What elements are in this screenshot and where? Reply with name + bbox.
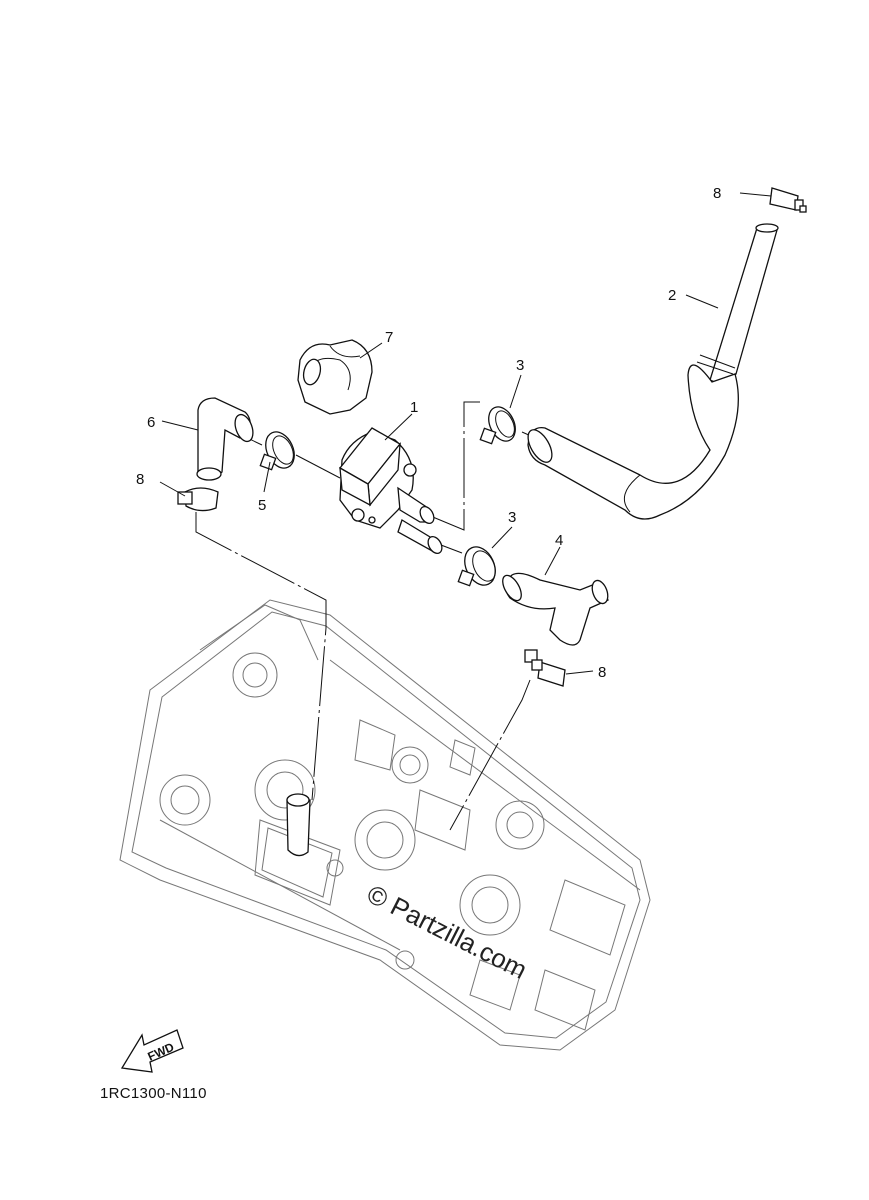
diagram-part-code: 1RC1300-N110 <box>100 1085 207 1102</box>
watermark-text: © Partzilla.com <box>362 879 532 985</box>
callout-part-6: 6 <box>147 414 155 431</box>
callout-part-1: 1 <box>410 399 418 416</box>
callout-part-8-right: 8 <box>598 664 606 681</box>
cylinder-head-cover <box>119 599 651 1051</box>
callout-part-3-upper: 3 <box>516 357 524 374</box>
callout-part-7: 7 <box>385 329 393 346</box>
callout-part-4: 4 <box>555 532 563 549</box>
clamp-part-8-right <box>524 649 566 687</box>
assembly-lines <box>195 401 541 831</box>
forward-arrow-icon: FWD <box>120 1029 184 1073</box>
rubber-cover-part-7 <box>297 339 373 415</box>
clamp-part-8-top <box>769 187 807 213</box>
callout-part-2: 2 <box>668 287 676 304</box>
air-cut-valve-part-1 <box>339 427 443 555</box>
callout-leaders <box>159 192 772 675</box>
hose-part-6 <box>196 397 254 481</box>
hose-part-4 <box>502 572 609 646</box>
air-induction-port <box>286 793 311 857</box>
callout-part-8-left: 8 <box>136 471 144 488</box>
hose-part-2 <box>527 223 779 520</box>
clamp-part-5 <box>259 431 295 471</box>
clamp-part-3-upper <box>479 406 516 445</box>
clamp-part-3-lower <box>457 546 496 587</box>
callout-part-8-top: 8 <box>713 185 721 202</box>
clamp-part-8-left <box>177 487 219 512</box>
callout-part-5: 5 <box>258 497 266 514</box>
callout-part-3-lower: 3 <box>508 509 516 526</box>
